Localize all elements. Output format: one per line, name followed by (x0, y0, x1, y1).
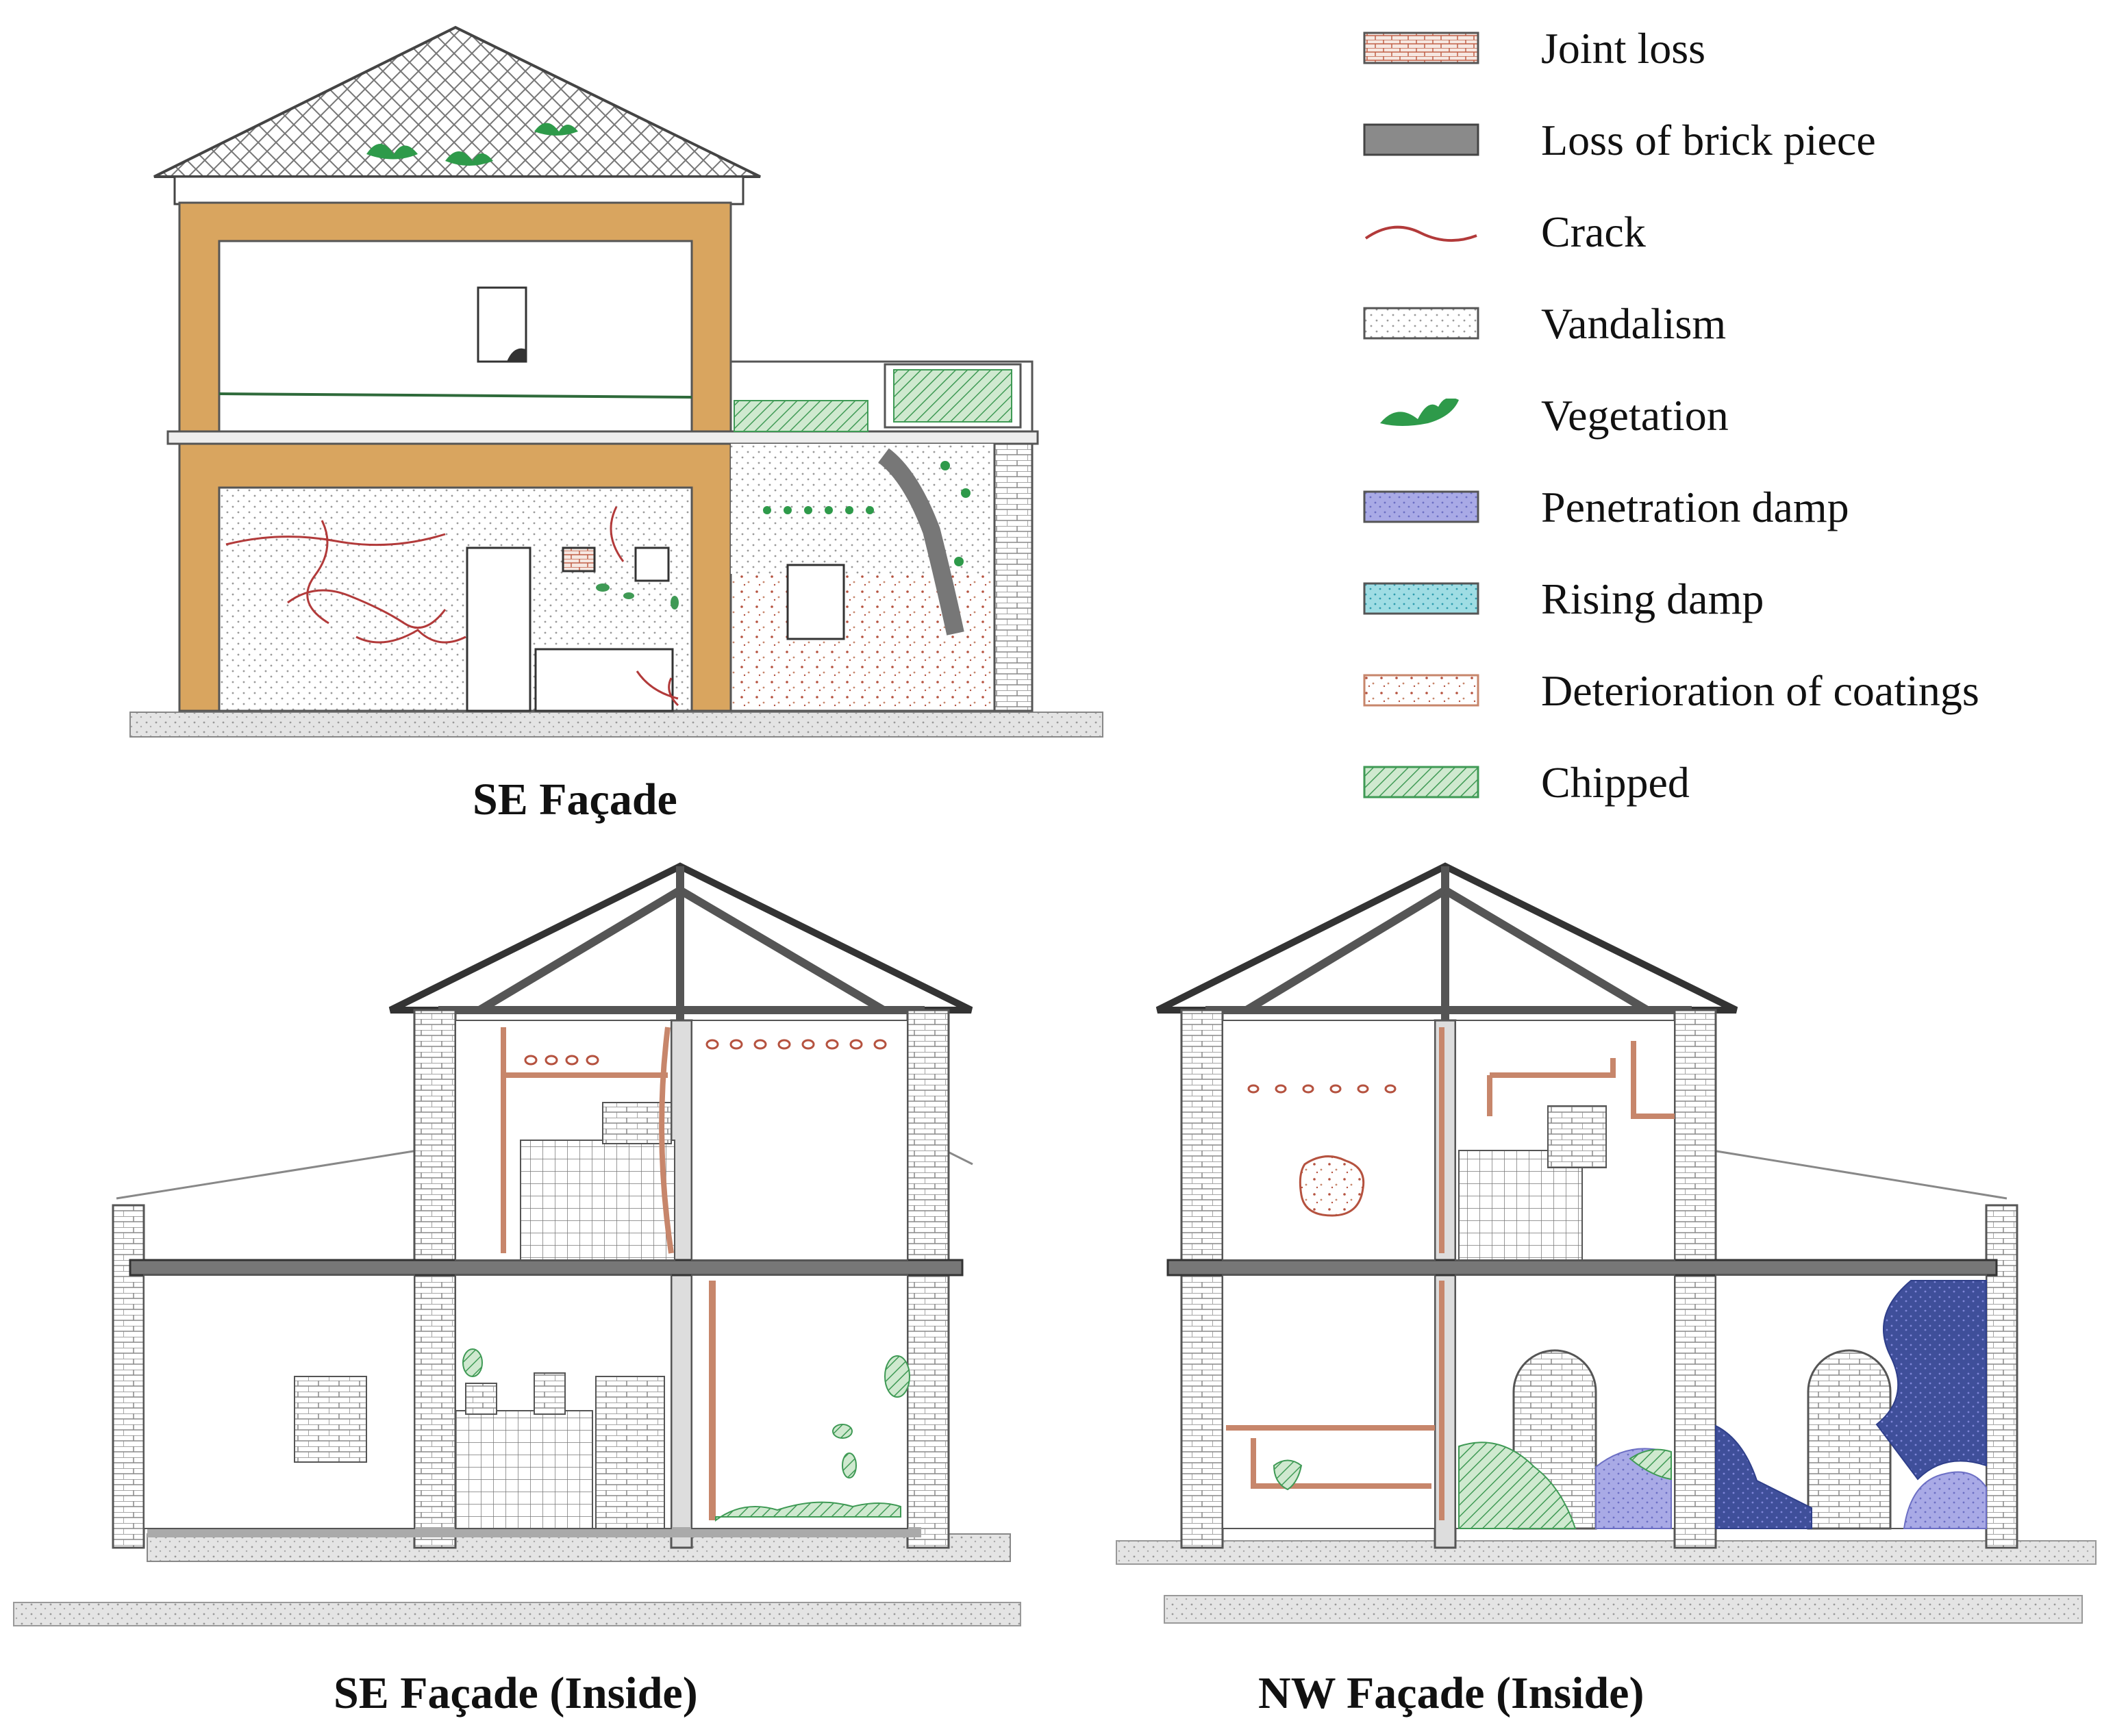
se-facade-elevation (129, 25, 1103, 738)
legend-label: Vandalism (1541, 299, 1727, 348)
vandalism-swatch-icon (1363, 307, 1479, 340)
legend-item-brick-loss: Loss of brick piece (1356, 105, 2096, 174)
legend-label: Crack (1541, 207, 1646, 256)
legend-label: Deterioration of coatings (1541, 666, 1979, 715)
legend-label: Rising damp (1541, 575, 1764, 623)
brick-loss-swatch-icon (1363, 123, 1479, 156)
crack-swatch-icon (1364, 225, 1477, 242)
nw-inside-section (1116, 862, 2097, 1624)
legend-label: Joint loss (1541, 24, 1706, 73)
legend-label: Vegetation (1541, 391, 1729, 440)
legend-item-coatings: Deterioration of coatings (1356, 656, 2096, 725)
legend-item-vandalism: Vandalism (1356, 289, 2096, 357)
legend-item-rising-damp: Rising damp (1356, 564, 2096, 633)
legend-item-chipped: Chipped (1356, 748, 2096, 816)
caption-se-facade-inside: SE Façade (Inside) (334, 1668, 698, 1718)
se-inside-coatings-upper (501, 1027, 674, 1254)
annex-vegetation-dots (763, 461, 971, 566)
legend-label: Penetration damp (1541, 483, 1849, 531)
legend-label: Loss of brick piece (1541, 116, 1876, 164)
coatings-swatch-icon (1363, 674, 1479, 707)
legend-item-vegetation: Vegetation (1356, 381, 2096, 449)
legend-item-joint-loss: Joint loss (1356, 14, 2096, 82)
caption-se-facade: SE Façade (473, 775, 677, 825)
caption-nw-facade-inside: NW Façade (Inside) (1258, 1668, 1644, 1718)
legend-item-crack: Crack (1356, 197, 2096, 266)
penetration-damp-swatch-icon (1363, 490, 1479, 523)
rising-damp-swatch-icon (1363, 582, 1479, 615)
se-inside-section (13, 862, 1021, 1626)
se-cracks (225, 506, 679, 707)
se-chipped-spots (596, 583, 679, 609)
vegetation-swatch-icon (1380, 399, 1459, 426)
chipped-swatch-icon (1363, 766, 1479, 798)
joint-loss-swatch-icon (1363, 32, 1479, 64)
legend-item-penetration-damp: Penetration damp (1356, 473, 2096, 541)
roof-vegetation (366, 123, 578, 166)
legend-label: Chipped (1541, 758, 1690, 807)
